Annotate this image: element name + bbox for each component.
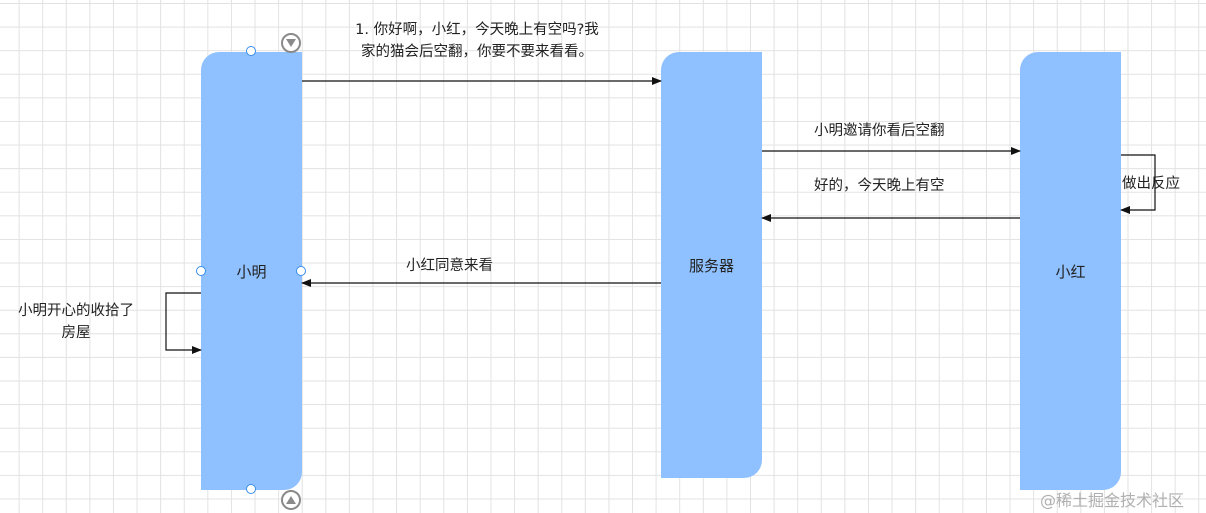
message-label-5[interactable]: 小红同意来看	[406, 258, 493, 274]
lane-server[interactable]: 服务器	[661, 52, 762, 478]
resize-handle-right[interactable]	[296, 266, 306, 276]
lane-label-xiaohong: 小红	[1055, 262, 1086, 281]
lane-xiaoming[interactable]: 小明	[201, 52, 302, 490]
message-label-self-xiaohong[interactable]: 做出反应	[1122, 176, 1180, 192]
collapse-toggle-bottom[interactable]	[281, 490, 301, 510]
triangle-down-icon	[286, 39, 296, 47]
arrow-self-xiaoming	[165, 292, 202, 354]
watermark: @稀土掘金技术社区	[1040, 491, 1185, 510]
lane-xiaohong[interactable]: 小红	[1020, 52, 1121, 490]
collapse-toggle-top[interactable]	[281, 33, 301, 53]
lane-label-server: 服务器	[688, 256, 734, 275]
message-label-4[interactable]: 好的，今天晚上有空	[814, 178, 945, 194]
message-label-self-xiaoming[interactable]: 小明开心的收拾了 房屋	[18, 303, 134, 341]
resize-handle-bottom[interactable]	[246, 484, 256, 494]
lane-label-xiaoming: 小明	[236, 262, 267, 281]
resize-handle-top[interactable]	[246, 46, 256, 56]
message-label-2[interactable]: 小明邀请你看后空翻	[814, 123, 945, 139]
triangle-up-icon	[286, 496, 296, 504]
message-label-1[interactable]: 1. 你好啊，小红，今天晚上有空吗?我 家的猫会后空翻，你要不要来看看。	[355, 22, 599, 60]
resize-handle-left[interactable]	[196, 266, 206, 276]
